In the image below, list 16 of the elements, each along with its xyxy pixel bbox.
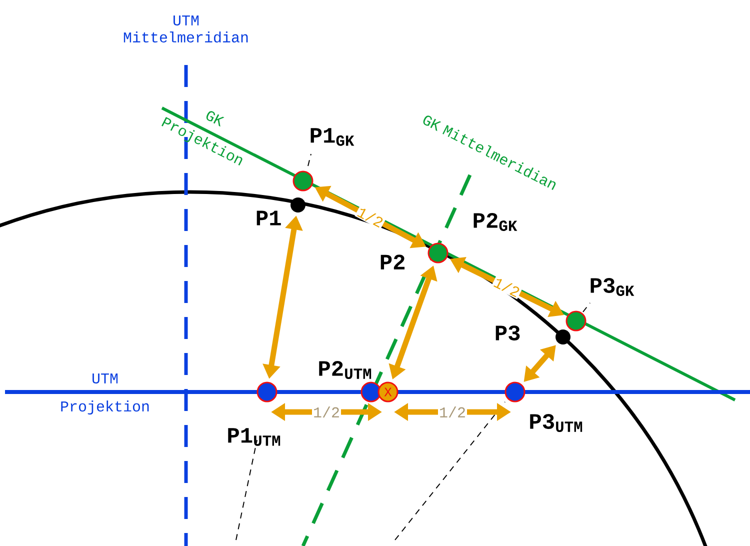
edge-label: 1/2 [354, 204, 386, 230]
intersection-mark: X [378, 382, 398, 402]
point-label: P2$_{UTM}$ [319, 361, 372, 379]
point-label: P3$_{GK}$ [590, 278, 634, 296]
edge-label: 1/2 [438, 405, 467, 418]
line-label: UTM Mittelmeridian [124, 15, 248, 43]
point-label: P2 [380, 254, 405, 270]
point-label: P1 [256, 210, 281, 226]
point-label: P2$_{GK}$ [474, 212, 518, 231]
point-label: P3 [496, 326, 520, 340]
point-label: P1$_{GK}$ [310, 128, 354, 146]
edge-label: 1/2 [312, 405, 341, 418]
line-label: UTM Projektion [61, 374, 149, 414]
point-label: P1$_{UTM}$ [228, 428, 280, 446]
edge-label: 1/2 [491, 274, 523, 300]
point-label: P3$_{UTM}$ [530, 414, 582, 432]
